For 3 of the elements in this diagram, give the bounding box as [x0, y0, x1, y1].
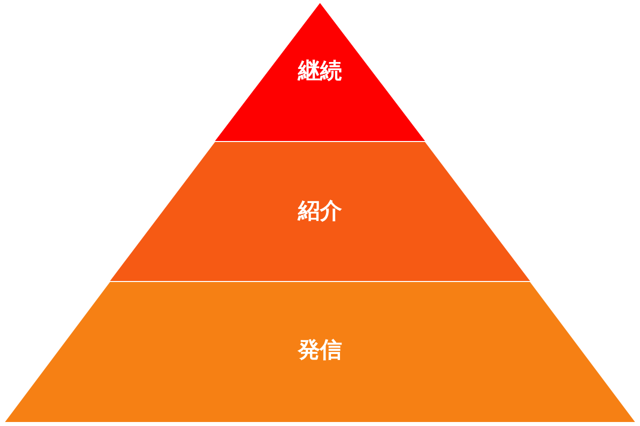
tier-label: 紹介 [298, 198, 342, 226]
tier-label: 継続 [298, 58, 342, 86]
tier-label: 発信 [298, 337, 342, 365]
